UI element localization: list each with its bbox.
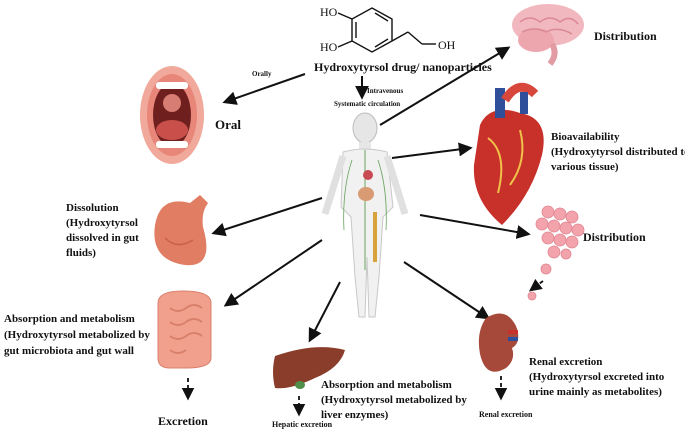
arrow-to-stomach (211, 197, 323, 237)
flow-arrows (211, 46, 531, 343)
dissolution-line2: (Hydroxytyrsol (66, 217, 138, 229)
arrow-to-brain (379, 46, 511, 126)
excretion-dashed-arrows (181, 278, 544, 417)
arrow-to-kidney (403, 261, 491, 320)
liver-illustration (273, 347, 345, 389)
dissolution-line4: fluids) (66, 247, 96, 259)
dissolution-line3: dissolved in gut (66, 232, 139, 244)
cells-illustration (527, 205, 585, 301)
arrow-to-heart (391, 142, 473, 159)
renal-excretion-small-label: Renal excretion (479, 410, 533, 419)
renal-line3: urine mainly as metabolites) (529, 386, 662, 398)
renal-line2: (Hydroxytyrsol excreted into (529, 371, 665, 383)
route-orally-label: Orally (252, 70, 272, 78)
molecule-ho-bottom: HO (320, 40, 338, 54)
arrow-to-cells (419, 214, 531, 239)
renal-line1: Renal excretion (529, 356, 602, 368)
intestine-illustration (157, 290, 212, 369)
absorption-gut-line3: gut microbiota and gut wall (4, 345, 134, 357)
route-intravenous-label: Intravenous (367, 87, 403, 95)
absorption-liver-line2: (Hydroxytyrsol metabolized by (321, 394, 467, 406)
human-body-illustration (321, 112, 409, 318)
hepatic-excretion-label: Hepatic excretion (272, 420, 333, 429)
bioavailability-line3: various tissue) (551, 161, 619, 173)
arrow-to-liver (308, 281, 341, 343)
heart-illustration (473, 82, 544, 225)
distribution-top-label: Distribution (594, 29, 657, 43)
brain-illustration (512, 4, 584, 66)
bioavailability-line1: Bioavailability (551, 131, 620, 143)
dissolution-line1: Dissolution (66, 202, 119, 214)
molecule-ho-top: HO (320, 5, 338, 19)
arrow-to-intestine (223, 239, 323, 307)
kidney-illustration (478, 313, 519, 372)
systematic-circulation-label: Systematic circulation (334, 100, 400, 108)
bioavailability-line2: (Hydroxytyrsol distributed to (551, 146, 685, 158)
mouth-illustration (140, 66, 204, 164)
excretion-label: Excretion (158, 414, 208, 428)
stomach-illustration (154, 195, 208, 266)
arrow-to-oral (222, 73, 306, 105)
absorption-liver-line1: Absorption and metabolism (321, 379, 452, 391)
oral-label: Oral (215, 117, 241, 132)
molecule-oh-right: OH (438, 38, 456, 52)
absorption-liver-line3: liver enzymes) (321, 409, 389, 421)
distribution-right-label: Distribution (583, 230, 646, 244)
absorption-gut-line2: (Hydroxytyrsol metabolized by (4, 329, 150, 341)
absorption-gut-line1: Absorption and metabolism (4, 313, 135, 325)
drug-title: Hydroxytyrsol drug/ nanoparticles (314, 60, 492, 74)
hydroxytyrosol-structure (337, 7, 436, 53)
